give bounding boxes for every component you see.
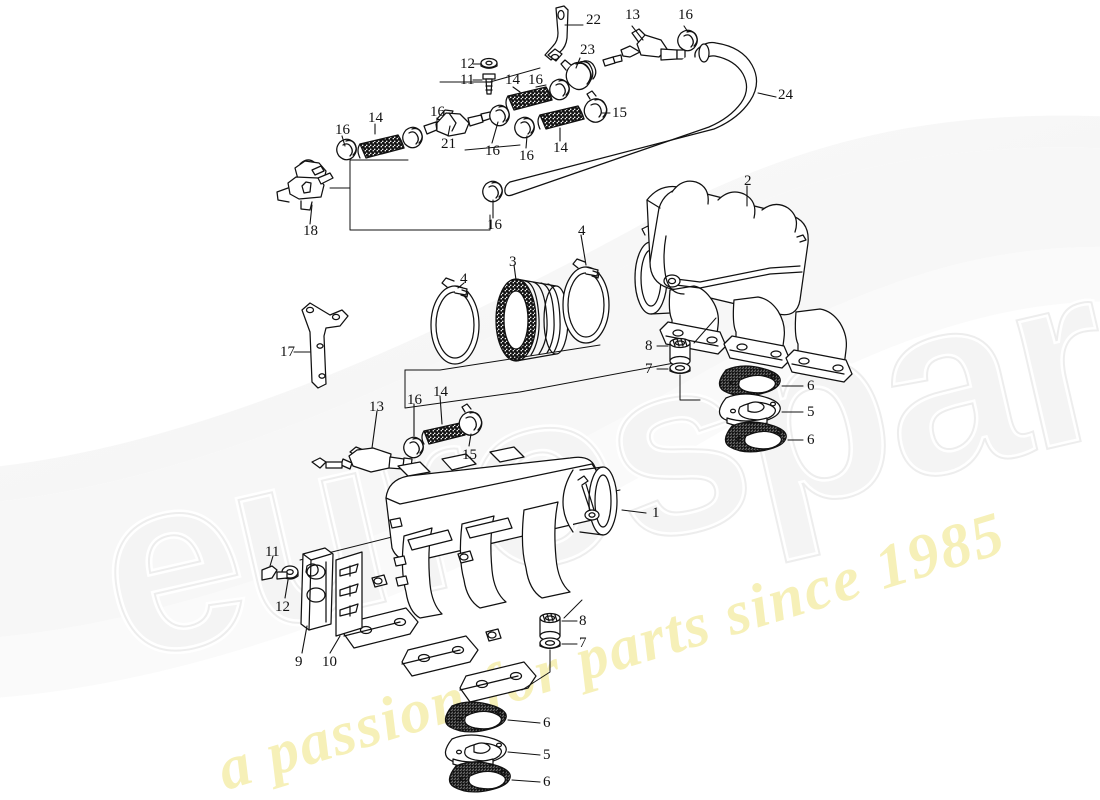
callout-6-d: 6 (543, 774, 551, 790)
part-7-washer-upper (669, 362, 691, 375)
part-7-washer-lower (539, 637, 561, 650)
callout-14-d: 14 (433, 384, 448, 400)
gasket-6-upper-right (718, 365, 781, 397)
callout-6-a: 6 (807, 378, 815, 394)
part-3-bellows (495, 278, 569, 362)
callout-16-g: 16 (487, 217, 502, 233)
part-14-hose-d (421, 422, 466, 445)
part-16-clip-g (514, 116, 535, 139)
callout-12: 12 (460, 56, 475, 72)
callout-13-b: 13 (369, 399, 384, 415)
part-21-distribution-piece (423, 109, 493, 137)
callout-14-b: 14 (368, 110, 383, 126)
callout-8-a: 8 (645, 338, 653, 354)
part-22-bracket-arm (544, 5, 569, 62)
gasket-6-lower-bottom (448, 761, 511, 793)
part-23-clamp-ring (560, 59, 597, 91)
part-11b-hex-bolt (261, 565, 288, 581)
part-16-clip-f (482, 180, 503, 203)
callout-1: 1 (652, 505, 660, 521)
callout-14-a: 14 (505, 72, 520, 88)
callout-5-a: 5 (807, 404, 815, 420)
part-8-spacer-lower (539, 612, 561, 642)
gasket-6-upper-bottom (444, 701, 507, 733)
callout-leaders (269, 24, 804, 783)
part-15-clip-b (458, 403, 483, 436)
part-16-clip-c (489, 104, 510, 127)
part-16-clip-e (677, 29, 698, 52)
callout-15-b: 15 (462, 447, 477, 463)
callout-3: 3 (509, 254, 517, 270)
callout-6-b: 6 (807, 432, 815, 448)
callout-24: 24 (778, 87, 793, 103)
callout-11: 11 (460, 72, 475, 88)
callout-16-e: 16 (485, 143, 500, 159)
callout-7-b: 7 (579, 635, 587, 651)
callout-15-a: 15 (612, 105, 627, 121)
part-18-valve-body (276, 159, 334, 211)
leader-dashes-upper (329, 67, 541, 231)
callout-16-b: 16 (528, 72, 543, 88)
callout-16-a: 16 (678, 7, 693, 23)
part-10-throttle-plate (335, 551, 363, 637)
callout-11-b: 11 (265, 544, 280, 560)
callout-16-f: 16 (519, 148, 534, 164)
leader-7-8-upper (679, 317, 717, 401)
callout-13: 13 (625, 7, 640, 23)
part-11-hex-bolt (482, 73, 496, 95)
part-12-lock-washer (480, 57, 498, 69)
callout-16-h: 16 (407, 392, 422, 408)
part-17-support-bracket (301, 302, 349, 389)
callout-12-b: 12 (275, 599, 290, 615)
callout-9: 9 (295, 654, 303, 670)
callout-4-b: 4 (460, 271, 468, 287)
part-14-hose-c (537, 105, 585, 130)
part-16-clip-b (402, 126, 423, 149)
part-16-clip-a (336, 138, 357, 161)
callout-23: 23 (580, 42, 595, 58)
part-8-spacer-upper (669, 337, 691, 367)
callout-10: 10 (322, 654, 337, 670)
callout-8-b: 8 (579, 613, 587, 629)
callout-18: 18 (303, 223, 318, 239)
callout-16-c: 16 (430, 104, 445, 120)
callout-4-a: 4 (578, 223, 586, 239)
callout-21: 21 (441, 136, 456, 152)
callout-6-c: 6 (543, 715, 551, 731)
tube-end-left (504, 181, 513, 197)
callout-5-b: 5 (543, 747, 551, 763)
callout-17: 17 (280, 344, 295, 360)
part-1-lower-manifold (343, 446, 618, 703)
part-15-clip-a (583, 90, 608, 123)
part-16-clip-h (403, 436, 424, 459)
part-9-throttle-gasket (300, 547, 334, 631)
gasket-6-lower-right (724, 421, 787, 453)
part-4-clamp-left (430, 277, 480, 365)
part-2-air-distributor (646, 180, 853, 383)
callout-7-a: 7 (645, 361, 653, 377)
leader-7-8-lower (521, 599, 583, 691)
part-14-hose-b (505, 86, 553, 111)
callout-22: 22 (586, 12, 601, 28)
part-13b-injector-pipe (311, 446, 413, 473)
callout-2: 2 (744, 173, 752, 189)
callout-14-c: 14 (553, 140, 568, 156)
part-4-clamp-right (562, 258, 610, 344)
part-16-clip-d (549, 78, 570, 101)
part-24-formed-hose (509, 41, 758, 196)
callout-16-d: 16 (335, 122, 350, 138)
part-13-tee-connector (602, 28, 686, 67)
part-14-hose-a (357, 134, 405, 159)
